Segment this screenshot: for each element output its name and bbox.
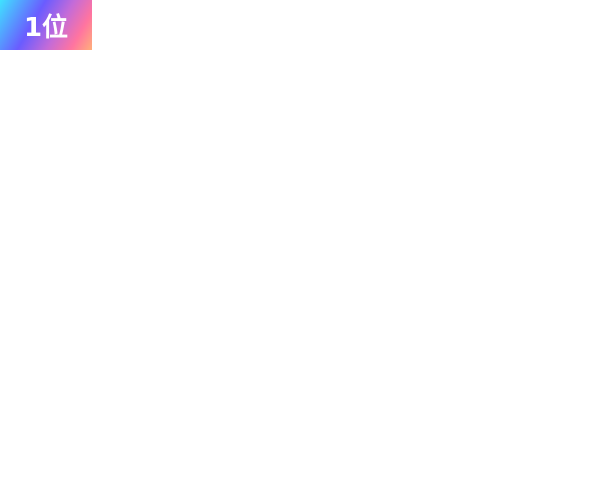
rank-badge: 1位 — [0, 0, 92, 50]
rank-badge-label: 1位 — [23, 12, 69, 43]
